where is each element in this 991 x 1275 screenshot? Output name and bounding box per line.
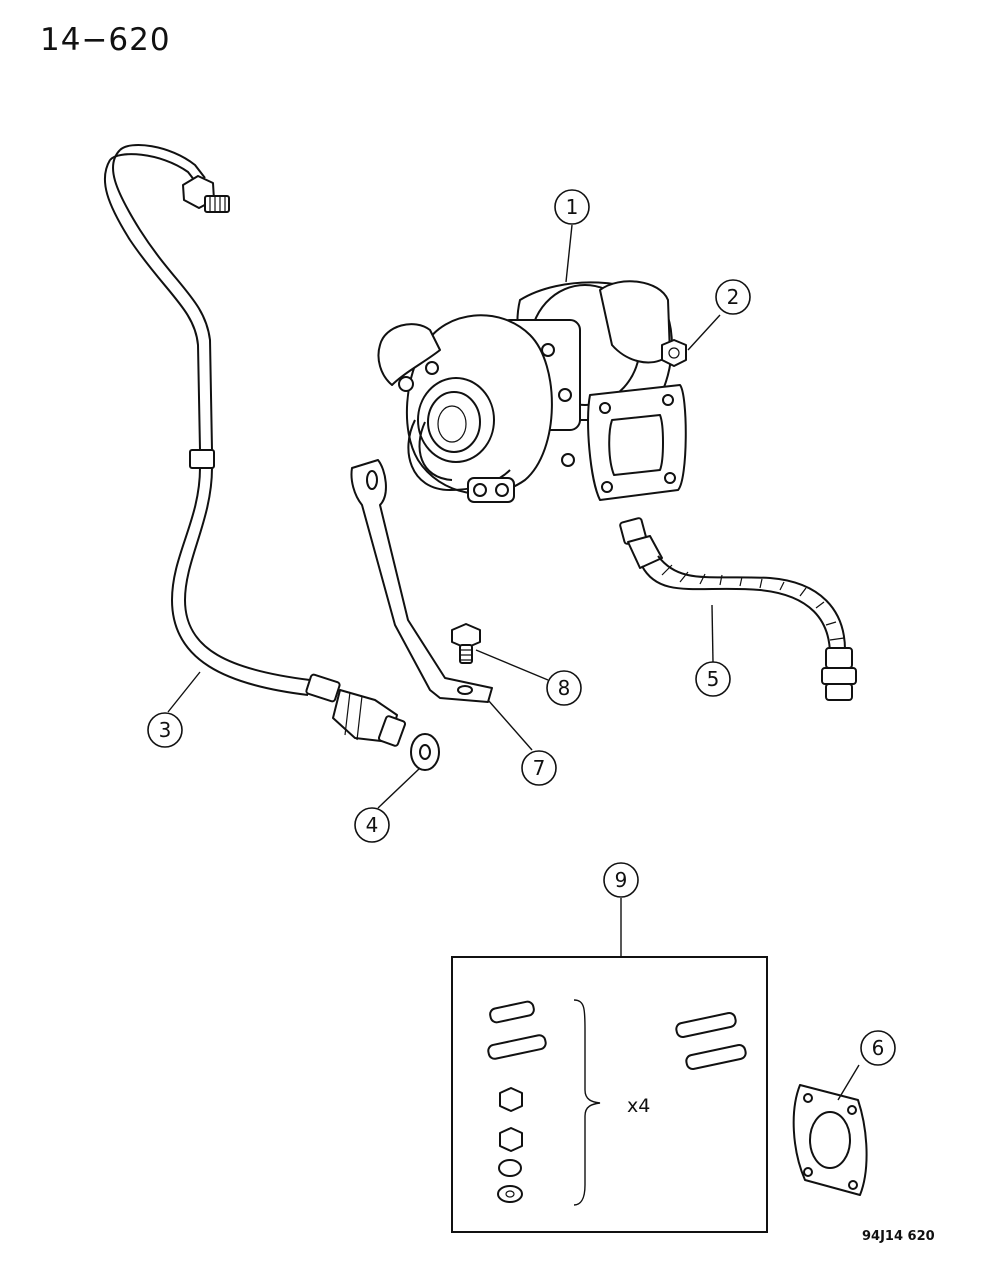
figure-code: 94J14 620	[862, 1229, 935, 1244]
turbocharger-icon[interactable]	[377, 280, 687, 503]
oil-drain-tube-icon[interactable]	[619, 517, 857, 701]
washer-icon[interactable]	[410, 733, 440, 771]
bolt-icon[interactable]	[451, 623, 481, 664]
callout-5: 5	[695, 661, 731, 697]
svg-text:3: 3	[159, 718, 172, 742]
callout-3: 3	[147, 712, 183, 748]
callout-7: 7	[521, 750, 557, 786]
svg-text:9: 9	[615, 868, 628, 892]
quantity-brace: x4	[573, 999, 650, 1206]
bracket-icon[interactable]	[350, 459, 493, 703]
callout-4: 4	[354, 807, 390, 843]
svg-text:1: 1	[566, 195, 579, 219]
gasket-icon[interactable]	[792, 1084, 868, 1196]
kit-nut-icon[interactable]	[499, 1087, 523, 1152]
hardware-kit-box	[451, 956, 768, 1233]
oil-feed-line-icon[interactable]	[103, 144, 406, 747]
page-number: 14−620	[40, 22, 171, 58]
callout-2: 2	[715, 279, 751, 315]
callout-9: 9	[603, 862, 639, 898]
svg-text:2: 2	[727, 285, 740, 309]
stud-icon[interactable]	[487, 1000, 747, 1071]
svg-text:5: 5	[707, 667, 720, 691]
callout-8: 8	[546, 670, 582, 706]
callout-6: 6	[860, 1030, 896, 1066]
svg-text:7: 7	[533, 756, 546, 780]
svg-text:8: 8	[558, 676, 571, 700]
kit-washer-icon[interactable]	[497, 1159, 523, 1203]
quantity-label: x4	[627, 1095, 650, 1117]
svg-text:4: 4	[366, 813, 379, 837]
nut-icon[interactable]	[661, 339, 687, 367]
callout-1: 1	[554, 189, 590, 225]
leader-lines	[167, 224, 860, 1101]
svg-text:6: 6	[872, 1036, 885, 1060]
